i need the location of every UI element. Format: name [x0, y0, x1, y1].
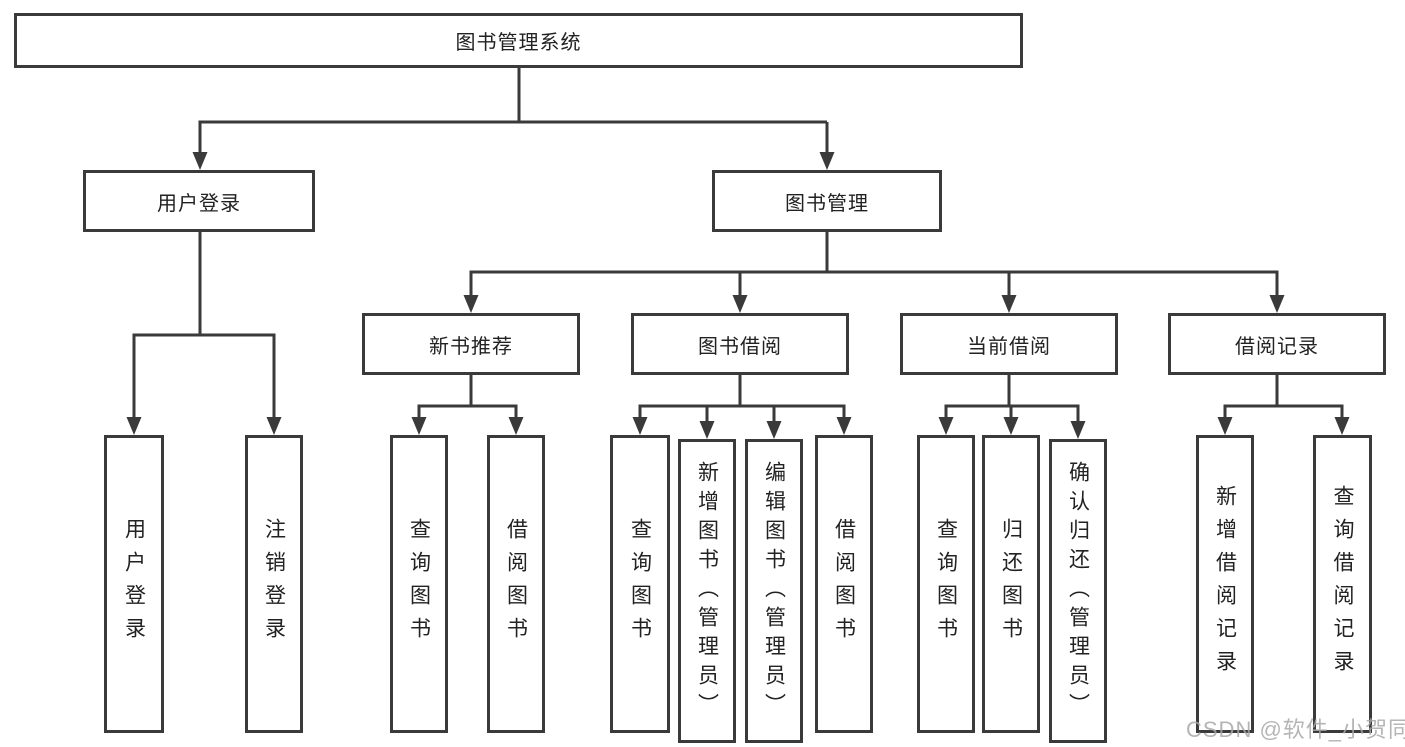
- node-label: 图书管理: [785, 192, 869, 215]
- node-root-library-management-system: 图书管理系统: [14, 13, 1023, 68]
- leaf-logout: 注销登录: [245, 435, 303, 733]
- node-label: 查询图书: [407, 518, 431, 650]
- node-label: 注销登录: [262, 518, 286, 650]
- node-label: 图书借阅: [698, 335, 782, 358]
- leaf-add-borrow-record: 新增借阅记录: [1196, 435, 1254, 733]
- node-borrowing-records: 借阅记录: [1168, 313, 1386, 375]
- node-label: 编辑图书（管理员）: [762, 460, 786, 722]
- leaf-confirm-return-admin: 确认归还（管理员）: [1049, 439, 1107, 743]
- node-book-management-branch: 图书管理: [712, 170, 942, 232]
- leaf-query-books-current: 查询图书: [917, 435, 975, 733]
- node-user-login-branch: 用户登录: [83, 170, 315, 232]
- node-label: 借阅记录: [1235, 335, 1319, 358]
- node-label: 确认归还（管理员）: [1066, 460, 1090, 722]
- node-book-borrowing: 图书借阅: [631, 313, 849, 375]
- node-label: 图书管理系统: [455, 32, 582, 54]
- node-label: 用户登录: [122, 518, 146, 650]
- leaf-query-books-recommend: 查询图书: [390, 435, 448, 733]
- leaf-borrow-books: 借阅图书: [815, 435, 873, 733]
- node-label: 借阅图书: [832, 518, 856, 650]
- node-current-borrowing: 当前借阅: [900, 313, 1118, 375]
- leaf-edit-books-admin: 编辑图书（管理员）: [745, 439, 803, 743]
- node-label: 新增借阅记录: [1213, 485, 1237, 683]
- leaf-user-login: 用户登录: [104, 435, 164, 733]
- node-label: 借阅图书: [504, 518, 528, 650]
- leaf-borrow-books-recommend: 借阅图书: [487, 435, 545, 733]
- leaf-add-books-admin: 新增图书（管理员）: [678, 439, 736, 743]
- node-label: 查询图书: [934, 518, 958, 650]
- node-label: 新书推荐: [429, 335, 513, 358]
- node-label: 用户登录: [157, 192, 241, 215]
- node-label: 归还图书: [999, 518, 1023, 650]
- node-label: 当前借阅: [967, 335, 1051, 358]
- node-new-book-recommendation: 新书推荐: [362, 313, 580, 375]
- node-label: 新增图书（管理员）: [695, 460, 719, 722]
- leaf-query-borrow-record: 查询借阅记录: [1313, 435, 1372, 733]
- leaf-return-books: 归还图书: [982, 435, 1040, 733]
- csdn-watermark: CSDN @软件_小贺同学: [1186, 717, 1405, 742]
- leaf-query-books-borrow: 查询图书: [610, 435, 670, 733]
- node-label: 查询借阅记录: [1331, 485, 1354, 683]
- node-label: 查询图书: [628, 518, 652, 650]
